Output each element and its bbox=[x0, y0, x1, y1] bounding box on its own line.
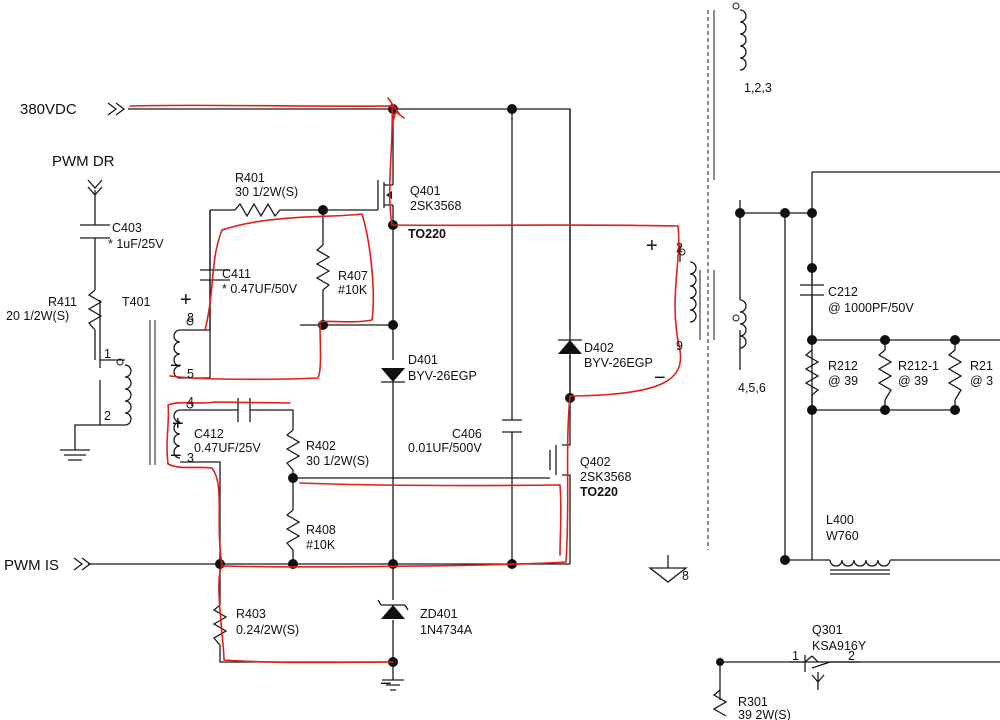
c403-value: * 1uF/25V bbox=[108, 237, 164, 251]
minus-mark-ground: − bbox=[380, 673, 392, 695]
r402-value: 30 1/2W(S) bbox=[306, 454, 369, 468]
r301-value: 39 2W(S) bbox=[738, 708, 791, 720]
r411-resistor bbox=[87, 289, 103, 331]
c412-value: 0.47UF/25V bbox=[194, 441, 261, 455]
q401-part: 2SK3568 bbox=[410, 199, 461, 213]
xfmr-pin-9: 9 bbox=[676, 339, 683, 353]
q301-pin-2: 2 bbox=[848, 649, 855, 663]
c411-value: * 0.47UF/50V bbox=[222, 282, 298, 296]
zd401-ref: ZD401 bbox=[420, 607, 458, 621]
minus-mark-xfmr: − bbox=[654, 367, 666, 389]
c406-ref: C406 bbox=[452, 427, 482, 441]
r401-value: 30 1/2W(S) bbox=[235, 185, 298, 199]
r408-value: #10K bbox=[306, 538, 336, 552]
r408-ref: R408 bbox=[306, 523, 336, 537]
c406-value: 0.01UF/500V bbox=[408, 441, 482, 455]
r403-resistor bbox=[212, 604, 228, 646]
t401-pin-4: 4 bbox=[187, 395, 194, 409]
c403-ref: C403 bbox=[112, 221, 142, 235]
junction-dots bbox=[116, 2, 960, 667]
r408-resistor bbox=[285, 509, 301, 551]
plus-mark-t401-top: + bbox=[180, 289, 192, 311]
t401-ref: T401 bbox=[122, 295, 151, 309]
d402-ref: D402 bbox=[584, 341, 614, 355]
r407-value: #10K bbox=[338, 283, 368, 297]
r212-1-value: @ 39 bbox=[898, 374, 928, 388]
t401-pin-5: 5 bbox=[187, 367, 194, 381]
r212-value: @ 39 bbox=[828, 374, 858, 388]
r301-resistor bbox=[712, 689, 728, 717]
c411-ref: C411 bbox=[222, 267, 251, 281]
r411-value: 20 1/2W(S) bbox=[6, 309, 69, 323]
plus-mark-xfmr: + bbox=[646, 235, 658, 257]
d401-part: BYV-26EGP bbox=[408, 369, 477, 383]
r403-value: 0.24/2W(S) bbox=[236, 623, 299, 637]
r411-ref: R411 bbox=[48, 295, 77, 309]
l400-value: W760 bbox=[826, 529, 859, 543]
q402-package: TO220 bbox=[580, 485, 618, 499]
c412-ref: C412 bbox=[194, 427, 224, 441]
r401-resistor bbox=[234, 202, 285, 218]
r212-2-ref: R21 bbox=[970, 359, 993, 373]
zd401-zener bbox=[377, 599, 409, 619]
zd401-part: 1N4734A bbox=[420, 623, 473, 637]
r402-ref: R402 bbox=[306, 439, 336, 453]
q401-package: TO220 bbox=[408, 227, 446, 241]
l400-inductor bbox=[829, 559, 891, 575]
plus-mark-t401-bottom: + bbox=[172, 413, 184, 435]
t401-pin-3: 3 bbox=[187, 451, 194, 465]
r301-ref: R301 bbox=[738, 695, 768, 709]
t401-pin-2: 2 bbox=[104, 409, 111, 423]
r212-resistor bbox=[804, 349, 820, 410]
minus-mark-t401-bottom: − bbox=[170, 445, 182, 467]
r402-resistor bbox=[285, 429, 301, 471]
q402-part: 2SK3568 bbox=[580, 470, 631, 484]
t401-transformer bbox=[124, 320, 181, 465]
net-pwm-is: PWM IS bbox=[4, 557, 59, 574]
c212-ref: C212 bbox=[828, 285, 858, 299]
l400-ref: L400 bbox=[826, 513, 854, 527]
minus-mark-t401-top: − bbox=[170, 355, 182, 377]
t401-pin-1: 1 bbox=[104, 347, 111, 361]
r212-ref: R212 bbox=[828, 359, 858, 373]
r212-1-resistor bbox=[877, 349, 893, 401]
ground-pin-8: 8 bbox=[682, 569, 689, 583]
r212-2-resistor bbox=[947, 349, 963, 401]
t401-pin-8: 8 bbox=[187, 311, 194, 325]
output-transformer bbox=[689, 9, 747, 349]
schematic-wires bbox=[60, 10, 1000, 700]
r407-resistor bbox=[315, 244, 331, 295]
r401-ref: R401 bbox=[235, 171, 265, 185]
net-380vdc: 380VDC bbox=[20, 101, 77, 118]
r407-ref: R407 bbox=[338, 269, 368, 283]
q301-ref: Q301 bbox=[812, 623, 843, 637]
q402-ref: Q402 bbox=[580, 455, 611, 469]
net-pwm-dr: PWM DR bbox=[52, 153, 115, 170]
r403-ref: R403 bbox=[236, 607, 266, 621]
r212-1-ref: R212-1 bbox=[898, 359, 939, 373]
xfmr-pins-mid: 4,5,6 bbox=[738, 381, 766, 395]
q401-ref: Q401 bbox=[410, 184, 441, 198]
q301-part: KSA916Y bbox=[812, 639, 867, 653]
xfmr-pin-2: 2 bbox=[676, 241, 683, 255]
xfmr-pins-top: 1,2,3 bbox=[744, 81, 772, 95]
d401-diode bbox=[381, 368, 405, 383]
d401-ref: D401 bbox=[408, 353, 438, 367]
d402-part: BYV-26EGP bbox=[584, 356, 653, 370]
c212-value: @ 1000PF/50V bbox=[828, 301, 914, 315]
red-annotation-paths bbox=[129, 97, 682, 664]
r212-2-value: @ 3 bbox=[970, 374, 993, 388]
q301-pin-1: 1 bbox=[792, 649, 799, 663]
q301-transistor bbox=[804, 655, 831, 672]
d402-diode bbox=[558, 339, 582, 354]
